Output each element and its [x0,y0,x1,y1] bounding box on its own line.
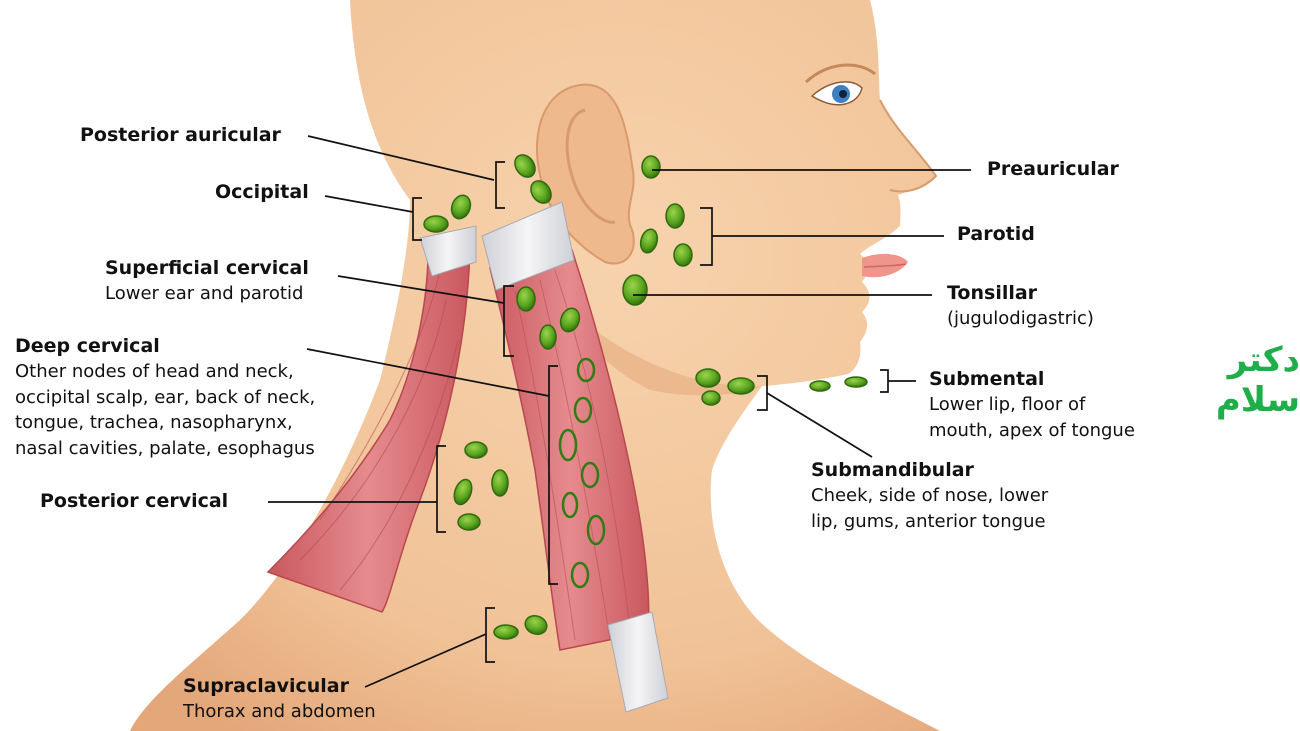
label-preauricular: Preauricular [987,157,1119,182]
superficial-cervical-node [539,324,557,350]
parotid-node [673,243,693,267]
label-deep-cervical: Deep cervical Other nodes of head and ne… [15,334,315,461]
label-description: Thorax and abdomen [183,701,376,722]
label-description: Other nodes of head and neck, [15,361,294,382]
superficial-cervical-node [559,307,581,333]
label-description: Lower ear and parotid [105,283,304,304]
label-title: Occipital [215,181,309,203]
tonsillar-node [622,274,648,306]
posterior-cervical-node [457,513,481,531]
label-description: mouth, apex of tongue [929,419,1135,441]
posterior-cervical-node [491,469,509,497]
lymph-nodes [423,154,868,640]
parotid-node [639,228,659,254]
submental-node [809,380,831,392]
superficial-cervical-node [516,286,536,312]
label-title: Submental [929,368,1045,390]
label-title: Submandibular [811,459,974,481]
label-title: Preauricular [987,158,1119,180]
label-description: Lower lip, floor of [929,394,1086,415]
nose [879,99,938,193]
sternocleidomastoid-lower-tendon [607,611,669,713]
deep-cervical-nodes [558,357,606,589]
label-supraclavicular: Supraclavicular Thorax and abdomen [183,674,376,725]
label-occipital: Occipital [215,180,309,205]
label-title: Superficial cervical [105,257,309,279]
trapezius-tendon [419,225,477,277]
label-superficial-cervical: Superficial cervical Lower ear and parot… [105,256,309,307]
submental-node [701,390,721,406]
occipital-node [450,194,472,220]
submental-node [695,368,721,388]
label-title: Supraclavicular [183,675,349,697]
label-title: Tonsillar [947,282,1038,304]
label-posterior-auricular: Posterior auricular [80,123,281,148]
label-description: (jugulodigastric) [947,308,1094,329]
posterior-cervical-node [453,478,473,506]
supraclavicular-node [493,624,519,640]
label-title: Deep cervical [15,335,160,357]
preauricular-node [641,155,661,179]
submental-node [844,376,868,388]
label-description: nasal cavities, palate, esophagus [15,437,315,459]
label-parotid: Parotid [957,222,1035,247]
label-description: tongue, trachea, nasopharynx, [15,412,293,433]
label-description: Cheek, side of nose, lower [811,485,1049,506]
watermark-logo: دکتر سلام [1215,340,1300,420]
posterior-cervical-node [464,441,488,459]
submental-node [727,377,755,395]
label-posterior-cervical: Posterior cervical [40,489,228,514]
parotid-node [665,203,685,229]
label-submandibular: Submandibular Cheek, side of nose, lower… [811,458,1048,534]
leader-lines [268,135,971,688]
label-description: lip, gums, anterior tongue [811,510,1046,532]
label-description: occipital scalp, ear, back of neck, [15,386,316,408]
occipital-node [423,215,449,233]
label-tonsillar: Tonsillar (jugulodigastric) [947,281,1094,332]
posterior-auricular-node [530,180,552,204]
label-title: Posterior cervical [40,490,229,512]
label-submental: Submental Lower lip, floor of mouth, ape… [929,367,1135,443]
sternocleidomastoid-muscle [489,249,650,651]
label-title: Posterior auricular [80,124,281,146]
posterior-auricular-node [514,154,536,178]
label-title: Parotid [957,223,1035,245]
sternocleidomastoid-upper-tendon [481,201,575,291]
supraclavicular-node [524,614,548,636]
